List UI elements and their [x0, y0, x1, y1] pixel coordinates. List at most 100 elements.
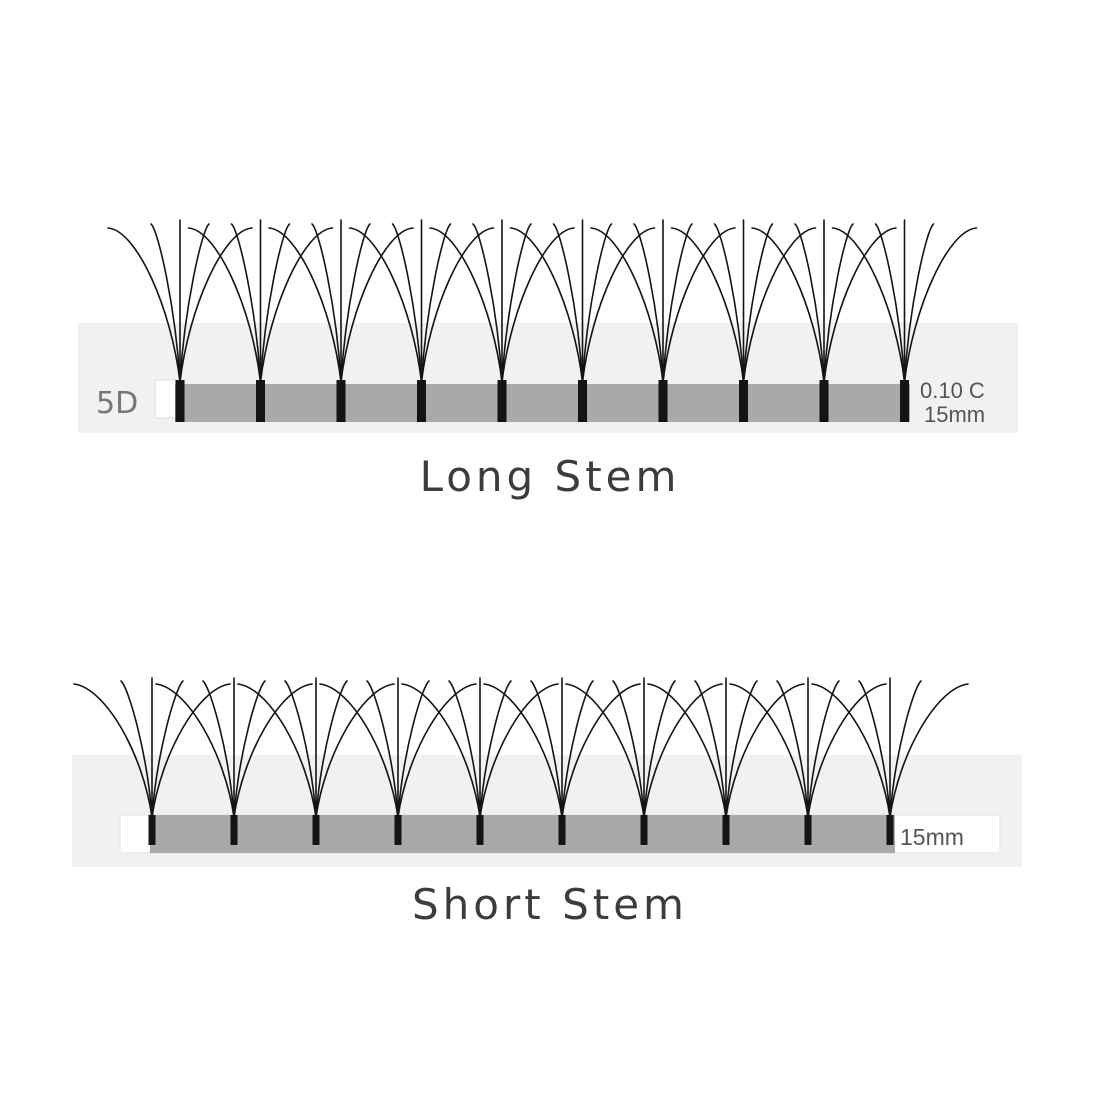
lash-fan: [401, 677, 559, 845]
lash-stem: [900, 380, 909, 422]
lash-fiber: [729, 683, 809, 818]
lash-fiber: [202, 680, 235, 818]
lash-stem: [148, 815, 156, 845]
long-stem-panel: 5D 0.10 C 15mm: [78, 219, 1018, 433]
lash-stem: [739, 380, 748, 422]
lash-fan: [268, 219, 414, 422]
lash-fiber: [751, 227, 825, 383]
lash-fiber: [530, 680, 563, 818]
lash-stem: [394, 815, 402, 845]
lash-fiber: [233, 683, 313, 818]
lash-fiber: [889, 680, 922, 818]
lash-fiber: [552, 223, 584, 383]
lash-fiber: [420, 227, 495, 383]
lash-fan: [155, 677, 313, 845]
lash-fan: [811, 677, 969, 845]
lash-fiber: [107, 227, 181, 383]
long-stem-lash-fans: [107, 219, 978, 422]
lash-fan: [565, 677, 723, 845]
lash-fiber: [794, 223, 825, 383]
long-stem-curl-label: 0.10 C: [920, 378, 985, 403]
lash-fan: [590, 219, 736, 422]
lash-fiber: [259, 223, 291, 383]
short-stem-lash-fans: [73, 677, 969, 845]
lash-stem: [175, 380, 185, 422]
lash-fiber: [448, 680, 481, 818]
lash-fan: [831, 219, 978, 422]
lash-fiber: [561, 680, 594, 818]
lash-fiber: [151, 683, 231, 818]
lash-stem: [658, 380, 668, 422]
lash-fiber: [340, 227, 414, 383]
lash-fiber: [501, 227, 575, 383]
lash-fiber: [633, 223, 664, 383]
lash-stem: [640, 815, 648, 845]
lash-fiber: [903, 227, 978, 383]
lash-fan: [483, 677, 641, 845]
lash-fiber: [150, 223, 181, 383]
lash-fan: [647, 677, 805, 845]
lash-fan: [751, 219, 897, 422]
lash-stem: [417, 380, 426, 422]
long-stem-caption: Long Stem: [419, 452, 681, 501]
lash-fiber: [561, 683, 641, 818]
lash-fiber: [315, 683, 395, 818]
lash-fiber: [315, 680, 348, 818]
lash-fan: [319, 677, 477, 845]
lash-fiber: [179, 227, 253, 383]
lash-fan: [509, 219, 656, 422]
lash-fiber: [429, 227, 503, 383]
lash-fiber: [807, 683, 887, 818]
short-stem-length-label: 15mm: [900, 824, 964, 850]
lash-fan: [348, 219, 495, 422]
lash-fiber: [831, 227, 906, 383]
lash-fan: [187, 219, 334, 422]
lash-fiber: [366, 680, 399, 818]
lash-fiber: [874, 223, 906, 383]
lash-fiber: [670, 227, 745, 383]
lash-fiber: [73, 683, 153, 818]
lash-fiber: [742, 227, 817, 383]
lash-fiber: [643, 683, 723, 818]
lash-fiber: [903, 223, 935, 383]
lash-fiber: [590, 227, 664, 383]
lash-fiber: [311, 223, 342, 383]
lash-stem: [476, 815, 484, 845]
lash-fiber: [397, 683, 477, 818]
lash-stem: [804, 815, 812, 845]
lash-fan: [429, 219, 575, 422]
lash-fiber: [694, 680, 727, 818]
lash-fiber: [340, 223, 371, 383]
lash-fiber: [319, 683, 399, 818]
lash-fiber: [391, 223, 423, 383]
lash-fiber: [397, 680, 430, 818]
lash-stem: [819, 380, 829, 422]
lash-fiber: [565, 683, 645, 818]
lash-stem: [497, 380, 507, 422]
lash-fiber: [581, 227, 656, 383]
lash-fiber: [483, 683, 563, 818]
lash-stem: [256, 380, 265, 422]
lash-fiber: [643, 680, 676, 818]
lash-fiber: [889, 683, 969, 818]
lash-fiber: [776, 680, 809, 818]
lash-stem: [886, 815, 894, 845]
lash-stem: [578, 380, 587, 422]
lash-fiber: [858, 680, 891, 818]
lash-stem: [312, 815, 320, 845]
lash-stem: [722, 815, 730, 845]
lash-fiber: [713, 223, 745, 383]
lash-fiber: [725, 683, 805, 818]
lash-fiber: [612, 680, 645, 818]
lash-stem: [230, 815, 238, 845]
long-stem-tray-strip: [175, 384, 910, 422]
lash-fiber: [151, 680, 184, 818]
short-stem-caption: Short Stem: [412, 880, 688, 929]
lash-fiber: [348, 227, 423, 383]
lash-fan: [107, 219, 253, 422]
lash-fiber: [479, 680, 512, 818]
lash-fan: [73, 677, 231, 845]
lash-fiber: [581, 223, 613, 383]
lash-fiber: [179, 223, 210, 383]
lash-stem: [336, 380, 346, 422]
